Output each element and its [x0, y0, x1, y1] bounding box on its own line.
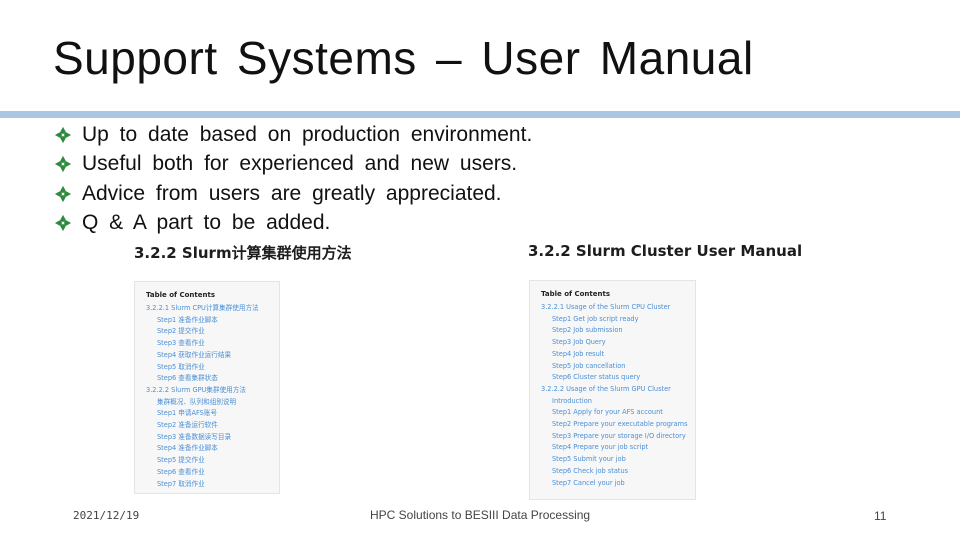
toc-link[interactable]: Step7 Cancel your job [552, 478, 625, 487]
toc-link[interactable]: Introduction [552, 396, 592, 405]
toc-link[interactable]: Step3 准备数据读写目录 [157, 432, 232, 441]
toc-link[interactable]: Step5 取消作业 [157, 362, 205, 371]
toc-link[interactable]: Step1 准备作业脚本 [157, 315, 218, 324]
bullet-text: Q & A part to be added. [82, 211, 331, 235]
diamond-flower-icon [54, 126, 72, 143]
toc-link[interactable]: 3.2.2.2 Slurm GPU集群使用方法 [146, 385, 246, 394]
diamond-flower-icon [54, 215, 72, 232]
toc-link[interactable]: Step5 Submit your job [552, 455, 626, 464]
toc-link[interactable]: Step5 Job cancellation [552, 361, 626, 370]
title-divider [0, 111, 960, 118]
bullet-item: Advice from users are greatly appreciate… [54, 179, 532, 209]
toc-link[interactable]: Step3 Prepare your storage I/O directory [552, 431, 686, 440]
diamond-flower-icon [54, 156, 72, 173]
left-toc-list: 3.2.2.1 Slurm CPU计算集群使用方法 Step1 准备作业脚本 Ste… [146, 303, 271, 490]
toc-link[interactable]: Step2 Job submission [552, 326, 623, 335]
toc-link[interactable]: 3.2.2.2 Usage of the Slurm GPU Cluster [541, 384, 671, 393]
left-shot-heading: 3.2.2 Slurm计算集群使用方法 [134, 244, 352, 262]
right-toc-panel: Table of Contents 3.2.2.1 Usage of the S… [529, 280, 696, 500]
left-toc-panel: Table of Contents 3.2.2.1 Slurm CPU计算集群使… [134, 281, 280, 494]
toc-link[interactable]: Step4 获取作业运行结果 [157, 350, 232, 359]
diamond-flower-icon [54, 185, 72, 202]
toc-link[interactable]: Step2 Prepare your executable programs [552, 420, 688, 429]
toc-link[interactable]: Step6 Cluster status query [552, 373, 641, 382]
right-shot-heading: 3.2.2 Slurm Cluster User Manual [528, 242, 803, 260]
bullet-item: Q & A part to be added. [54, 209, 532, 239]
footer-date: 2021/12/19 [73, 509, 140, 522]
toc-link[interactable]: Step6 Check job status [552, 466, 629, 475]
toc-link[interactable]: Step1 Apply for your AFS account [552, 408, 663, 417]
toc-link[interactable]: 3.2.2.1 Slurm CPU计算集群使用方法 [146, 304, 259, 312]
toc-title: Table of Contents [541, 290, 611, 298]
toc-link[interactable]: Step4 准备作业脚本 [157, 444, 218, 453]
toc-link[interactable]: Step5 提交作业 [157, 456, 205, 465]
slide-title: Support Systems – User Manual [53, 32, 754, 84]
toc-link[interactable]: 3.2.2.1 Usage of the Slurm CPU Cluster [541, 303, 671, 311]
toc-link[interactable]: Step3 Job Query [552, 338, 606, 347]
footer-title: HPC Solutions to BESIII Data Processing [370, 508, 591, 522]
bullet-text: Up to date based on production environme… [82, 122, 533, 146]
bullet-list: Up to date based on production environme… [54, 120, 532, 238]
toc-link[interactable]: Step6 查看集群状态 [157, 374, 218, 383]
page-number: 11 [874, 509, 887, 523]
toc-link[interactable]: Step6 查看作业 [157, 467, 205, 476]
toc-link[interactable]: Step2 准备运行软件 [157, 421, 218, 430]
toc-link[interactable]: Step4 Job result [552, 349, 605, 358]
bullet-text: Advice from users are greatly appreciate… [82, 181, 502, 205]
toc-link[interactable]: Step1 申请AFS账号 [157, 409, 218, 418]
bullet-item: Useful both for experienced and new user… [54, 150, 532, 180]
toc-link[interactable]: Step2 提交作业 [157, 327, 205, 336]
toc-link[interactable]: Step7 取消作业 [157, 479, 205, 488]
toc-link[interactable]: Step1 Get job script ready [552, 314, 639, 323]
bullet-item: Up to date based on production environme… [54, 120, 532, 150]
toc-link[interactable]: 集群概况、队列和组别说明 [157, 397, 237, 406]
bullet-text: Useful both for experienced and new user… [82, 152, 518, 176]
toc-link[interactable]: Step3 查看作业 [157, 339, 205, 348]
toc-title: Table of Contents [146, 291, 216, 299]
toc-link[interactable]: Step4 Prepare your job script [552, 443, 649, 452]
